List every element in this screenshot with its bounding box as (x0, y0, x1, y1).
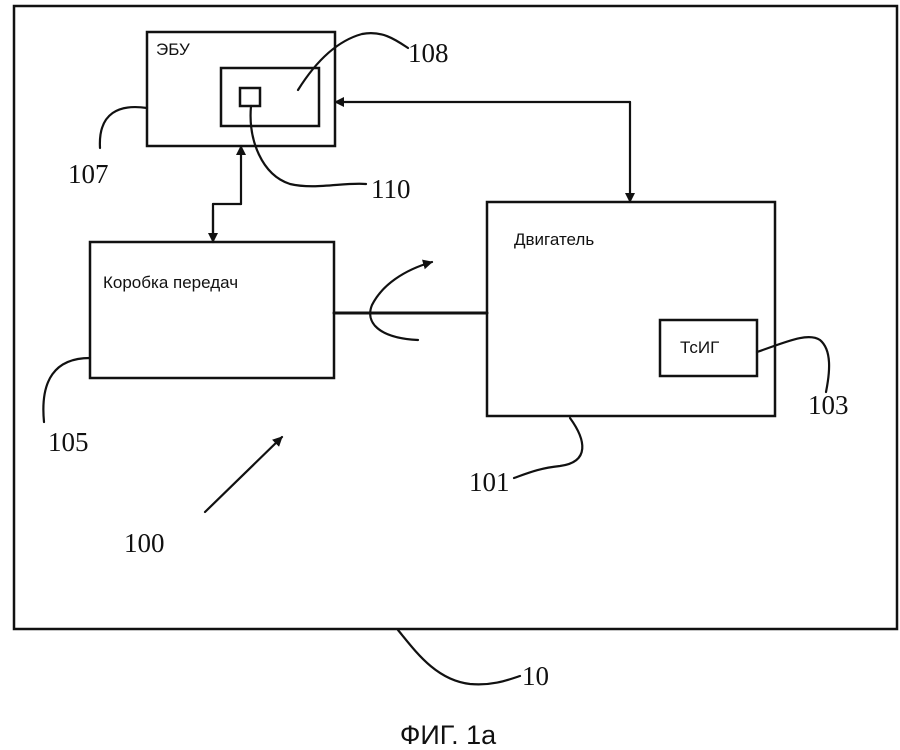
ref-107: 107 (68, 159, 109, 189)
figure-caption: ФИГ. 1а (400, 720, 497, 750)
vehicle-pointer-arrow (203, 435, 284, 514)
rotation-arrow (369, 259, 434, 342)
ref-103: 103 (808, 390, 849, 420)
leader-107 (98, 106, 149, 150)
ref-108: 108 (408, 38, 449, 68)
sensor-label: ТсИГ (680, 338, 719, 357)
ref-110: 110 (371, 174, 411, 204)
ref-10: 10 (522, 661, 549, 691)
leader-110 (249, 104, 368, 188)
gearbox-box (88, 240, 336, 380)
sensor-box (658, 318, 759, 378)
memory-box (219, 66, 321, 128)
leader-101 (512, 416, 584, 480)
ref-101: 101 (469, 467, 510, 497)
program-box (238, 86, 262, 108)
leader-108 (296, 32, 410, 92)
ref-100: 100 (124, 528, 165, 558)
leader-105 (42, 356, 92, 424)
ref-105: 105 (48, 427, 89, 457)
leader-10 (396, 628, 522, 686)
leader-103 (755, 336, 831, 394)
ecu-label: ЭБУ (156, 40, 190, 59)
engine-label: Двигатель (514, 230, 594, 249)
gearbox-label: Коробка передач (103, 273, 238, 292)
